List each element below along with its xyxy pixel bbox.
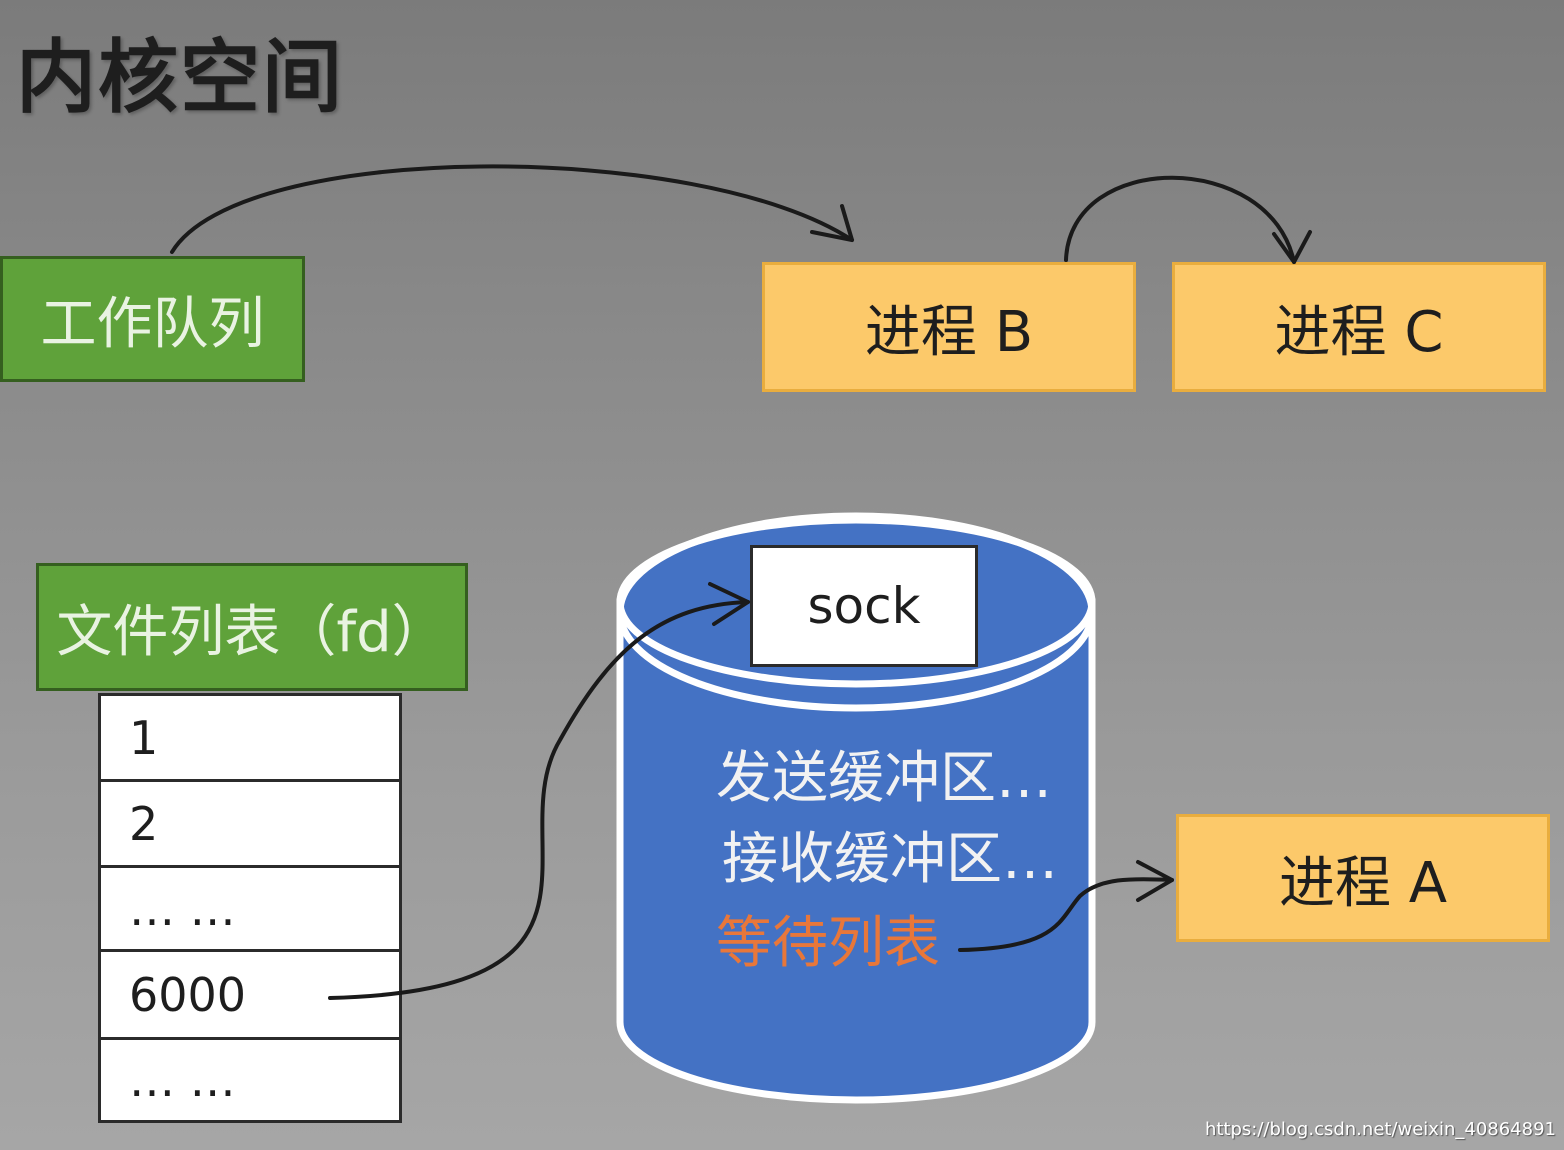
send-buffer-label: 发送缓冲区… [716, 746, 1052, 811]
file-list-header: 文件列表（fd） [36, 563, 468, 691]
fd-row: 6000 [101, 952, 399, 1040]
file-list-header-label: 文件列表（fd） [56, 599, 448, 665]
process-c-box: 进程 C [1172, 262, 1546, 392]
wait-list-label: 等待列表 [716, 911, 940, 976]
sock-label: sock [807, 577, 921, 635]
fd-row: 1 [101, 696, 399, 782]
fd-row: … … [101, 868, 399, 952]
process-b-label: 进程 B [864, 299, 1034, 365]
arrow-head [810, 204, 854, 242]
arrow-workqueue-to-process-b [170, 164, 854, 254]
page-title: 内核空间 [16, 31, 344, 124]
fd-row: … … [129, 1053, 236, 1107]
process-b-box: 进程 B [762, 262, 1136, 392]
arrow-head [708, 582, 750, 626]
arrow-process-b-to-process-c [1064, 175, 1296, 264]
sock-box: sock [750, 545, 978, 667]
watermark: https://blog.csdn.net/weixin_40864891 [1204, 1119, 1556, 1140]
cylinder-body [616, 598, 1096, 1104]
arrow-head [1272, 230, 1312, 264]
fd-row: 2 [101, 782, 399, 868]
process-a-label: 进程 A [1278, 850, 1448, 916]
recv-buffer-label: 接收缓冲区… [722, 827, 1058, 892]
arrow-head [1136, 860, 1174, 902]
work-queue-label: 工作队列 [40, 291, 265, 357]
fd-table: 1 2 … … 6000 … … [98, 693, 402, 1123]
cylinder-rim [620, 516, 1092, 708]
arrow-fd-to-sock [328, 600, 750, 1000]
work-queue-box: 工作队列 [0, 256, 305, 382]
process-c-label: 进程 C [1274, 299, 1444, 365]
arrow-waitlist-to-process-a [958, 877, 1174, 952]
process-a-box: 进程 A [1176, 814, 1550, 942]
